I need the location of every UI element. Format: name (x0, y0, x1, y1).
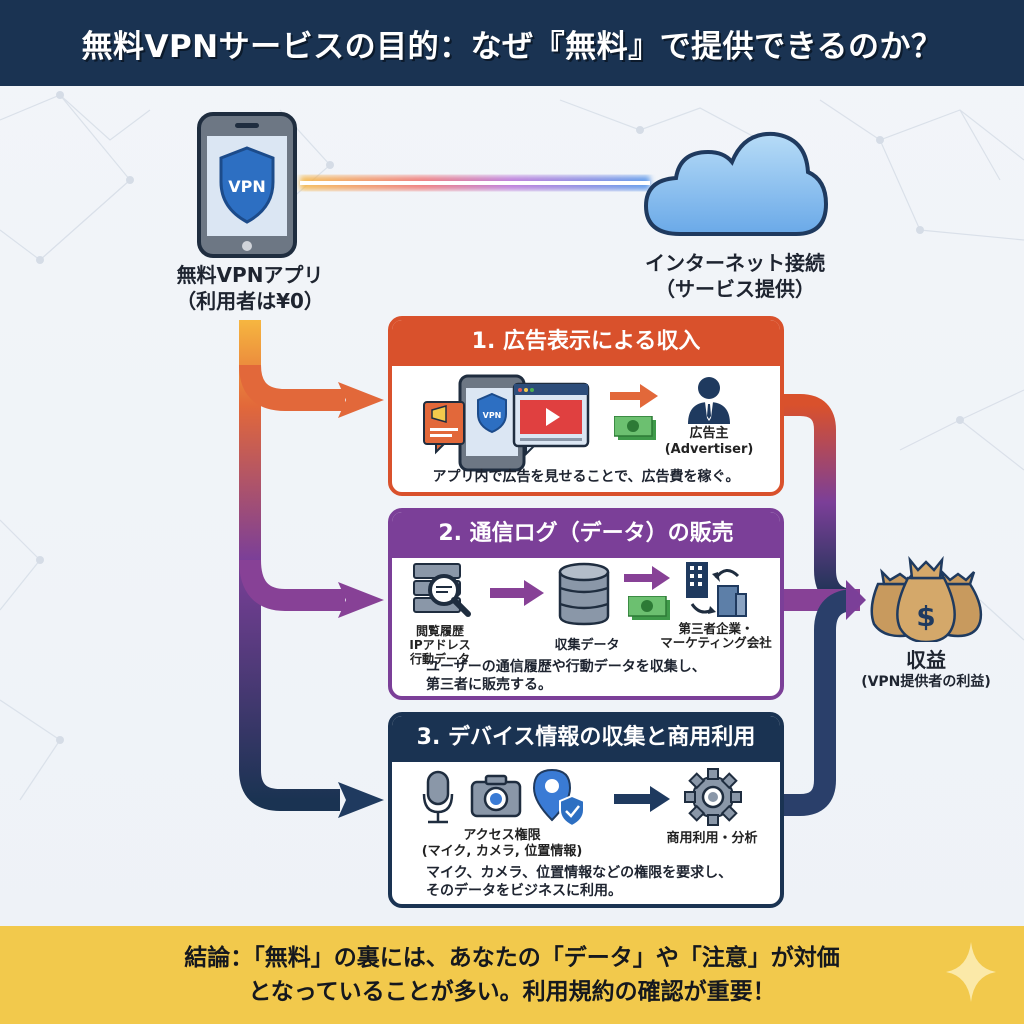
branch-arrow-1 (239, 364, 345, 411)
sparkle-icon (946, 942, 996, 1002)
arrowhead-2 (338, 582, 384, 618)
buildings-exchange-icon (686, 562, 747, 617)
gear-icon (684, 768, 742, 826)
right-merge-line-1 (784, 394, 856, 611)
card-ad-revenue: 1. 広告表示による収入 VPN (388, 316, 784, 496)
money-bill-icon (628, 596, 670, 620)
revenue-label: 収益 (VPN提供者の利益) (861, 648, 991, 690)
left-trunk-arrow (239, 320, 340, 811)
connection-beam (300, 176, 650, 190)
video-ad-window-icon (512, 382, 590, 457)
branch-arrow-2 (239, 559, 345, 611)
conclusion-banner: 結論：「無料」の裏には、あなたの「データ」や「注意」が対価 となっていることが多… (0, 926, 1024, 1024)
microphone-icon (422, 770, 454, 824)
card-data-sales: 2. 通信ログ（データ）の販売 閲覧履歴 IPアドレス 行動データ 収集データ (388, 508, 784, 700)
vpn-app-label: 無料VPNアプリ （利用者は¥0） (176, 263, 324, 313)
conclusion-line-1: 結論：「無料」の裏には、あなたの「データ」や「注意」が対価 (184, 945, 840, 971)
source-data-label: 閲覧履歴 IPアドレス 行動データ (409, 624, 471, 666)
money-bill-icon (614, 416, 656, 440)
phone-vpn-icon: VPN (423, 374, 590, 472)
access-permission-label: アクセス権限 (マイク, カメラ, 位置情報) (421, 828, 583, 859)
server-magnifier-icon (413, 563, 471, 617)
third-party-label: 第三者企業・ マーケティング会社 (660, 621, 772, 650)
svg-text:$: $ (916, 600, 935, 633)
svg-text:VPN: VPN (483, 411, 502, 420)
phone-vpn-shield-icon: VPN (197, 112, 297, 258)
header-banner: 無料VPNサービスの目的：なぜ『無料』で提供できるのか？ (0, 0, 1024, 86)
arrow-right-icon (610, 384, 658, 408)
arrowhead-3 (338, 782, 384, 818)
right-merge-line-3 (784, 589, 856, 816)
internet-node (640, 126, 830, 244)
vpn-shield-text: VPN (228, 177, 266, 196)
advertiser-label: 広告主 (Advertiser) (664, 426, 754, 457)
card-title: 3. デバイス情報の収集と商用利用 (392, 716, 780, 762)
card-description: ユーザーの通信履歴や行動データを収集し、 第三者に販売する。 (426, 659, 706, 693)
card-device-info: 3. デバイス情報の収集と商用利用 (388, 712, 784, 908)
database-icon (558, 562, 610, 626)
internet-label: インターネット接続 （サービス提供） (645, 251, 825, 301)
advertiser-person-icon (688, 377, 730, 424)
card-title: 2. 通信ログ（データ）の販売 (392, 512, 780, 558)
ad-illustration: VPN (422, 374, 592, 478)
camera-icon (470, 774, 522, 818)
card-description: マイク、カメラ、位置情報などの権限を要求し、 そのデータをビジネスに利用。 (426, 865, 733, 899)
arrowhead-revenue (846, 580, 866, 620)
commercial-use-label: 商用利用・分析 (666, 831, 758, 846)
arrowhead-1 (338, 382, 384, 418)
collected-data-label: 収集データ (554, 638, 620, 653)
revenue-node: $ (866, 552, 986, 644)
cloud-icon (643, 131, 829, 236)
megaphone-ad-icon (423, 401, 465, 455)
card-title: 1. 広告表示による収入 (392, 320, 780, 366)
arrow-right-icon (490, 580, 544, 606)
conclusion-line-2: となっていることが多い。利用規約の確認が重要！ (248, 979, 776, 1005)
card-description: アプリ内で広告を見せることで、広告費を稼ぐ。 (432, 469, 740, 485)
money-bags-icon: $ (870, 555, 983, 644)
location-shield-icon (532, 768, 585, 828)
arrow-right-icon (614, 786, 670, 812)
vpn-app-node: VPN (195, 110, 305, 260)
page-title: 無料VPNサービスの目的：なぜ『無料』で提供できるのか？ (81, 28, 943, 65)
arrow-right-icon (624, 566, 670, 590)
